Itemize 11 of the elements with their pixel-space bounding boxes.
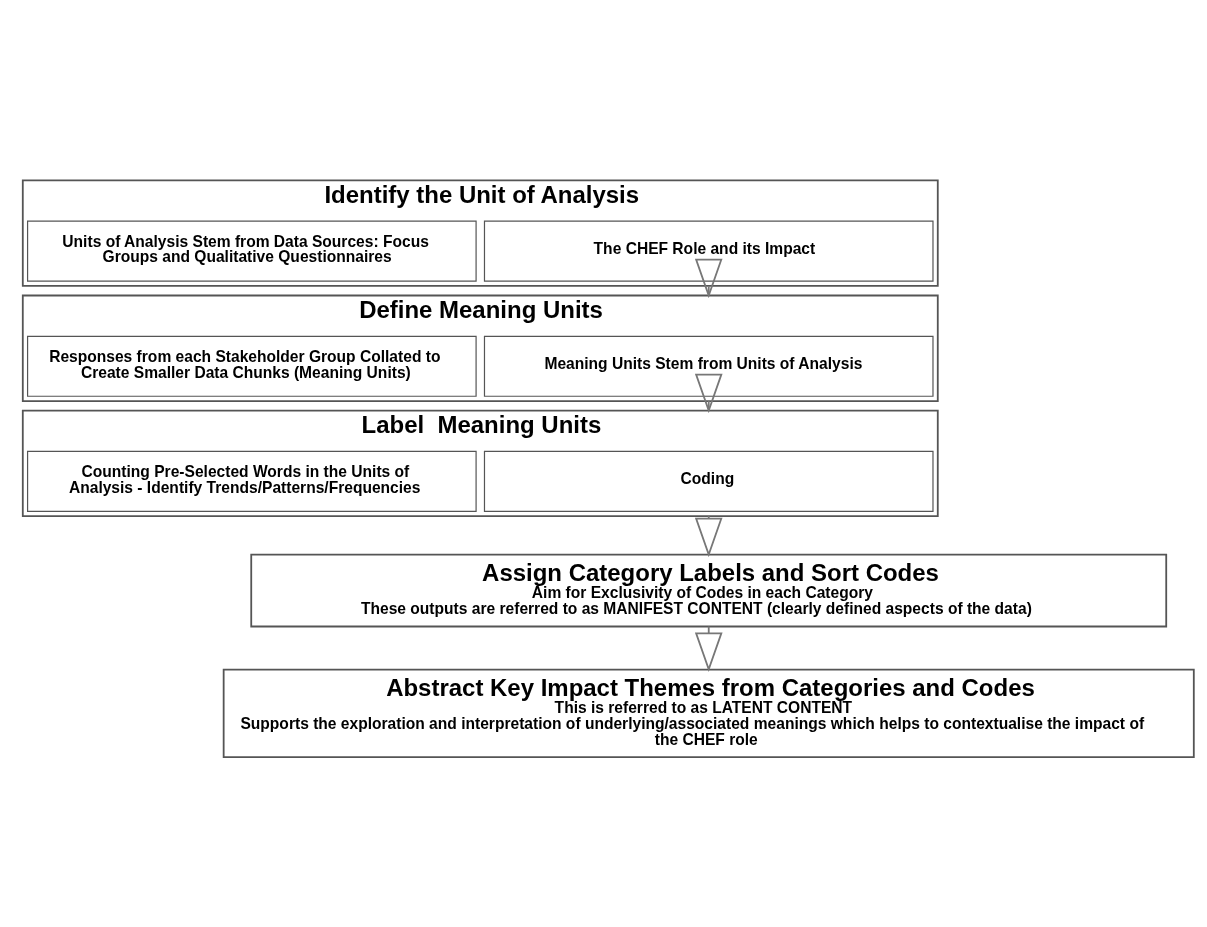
arrow	[694, 514, 723, 557]
node-box: The CHEF Role and its Impact	[483, 220, 934, 282]
arrow	[694, 258, 723, 298]
node-box: Units of Analysis Stem from Data Sources: Focus Groups and Qualitative Questionnaires	[27, 220, 477, 282]
arrow	[694, 373, 723, 413]
node-box: Counting Pre-Selected Words in the Units of Analysis - Identify Trends/Patterns/Frequencies	[27, 450, 477, 512]
node-box: Meaning Units Stem from Units of Analysis	[483, 335, 934, 397]
node-box: Responses from each Stakeholder Group Collated to Create Smaller Data Chunks (Meaning Units)	[27, 335, 477, 397]
node-box: Abstract Key Impact Themes from Categories and Codes This is referred to as LATENT CONTENT Supports the exploration and interpretation of underlying/associated meanings which helps to contextualise the impact of the CHEF role	[222, 668, 1195, 758]
node-box: Assign Category Labels and Sort Codes Aim for Exclusivity of Codes in each Category These outputs are referred to as MANIFEST CONTENT (clearly defined aspects of the data)	[250, 553, 1168, 627]
node-box: Coding	[483, 450, 934, 512]
